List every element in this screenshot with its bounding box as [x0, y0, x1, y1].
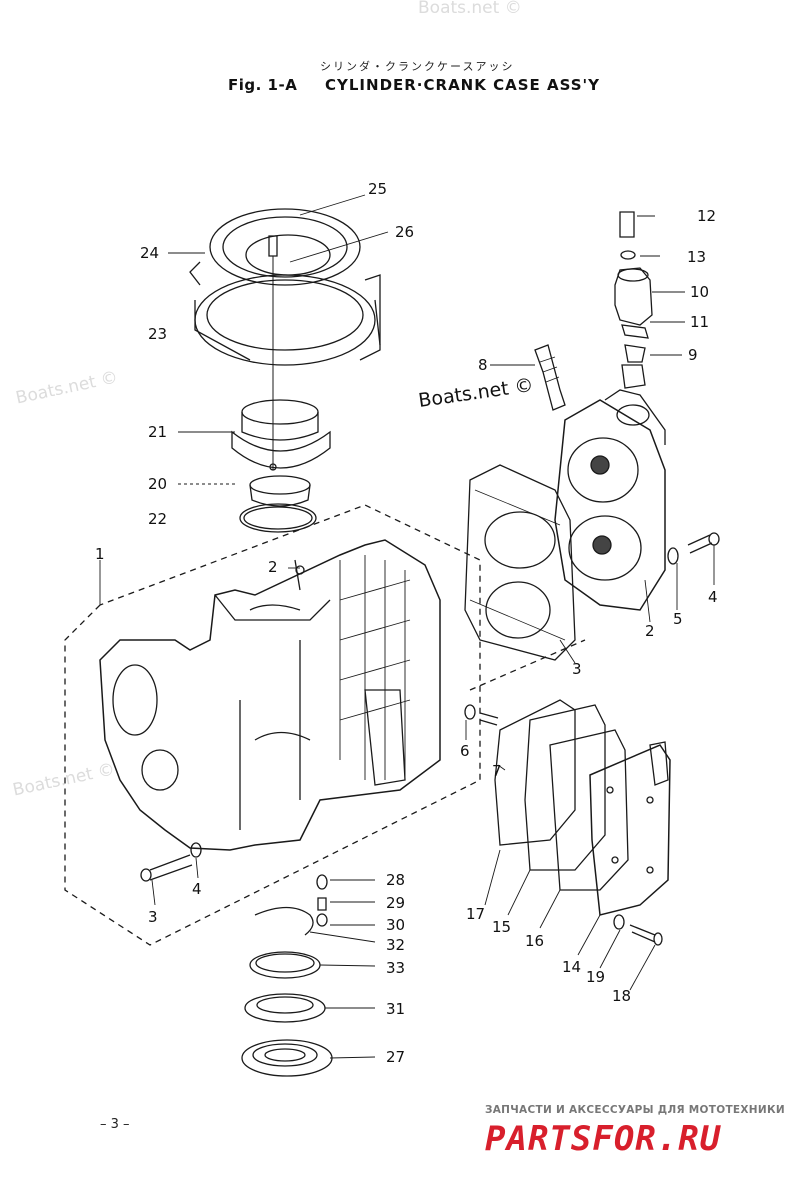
callout-29: 29 [386, 894, 406, 912]
callout-33: 33 [386, 959, 406, 977]
footer-logo[interactable]: PARTSFOR.RU [485, 1119, 722, 1159]
crankcase-body [100, 540, 440, 850]
callout-26: 26 [395, 223, 415, 241]
washer-13 [621, 251, 635, 259]
callout-2-crankcase: 2 [268, 558, 278, 576]
callout-10: 10 [690, 283, 710, 301]
callout-5: 5 [673, 610, 683, 628]
callout-24: 24 [140, 244, 160, 262]
callout-6: 6 [460, 742, 470, 760]
figure-title: CYLINDER·CRANK CASE ASS'Y [325, 76, 600, 94]
thrust-ring-33 [250, 952, 320, 978]
callout-4-left: 4 [192, 880, 202, 898]
crankcase-cover-25 [210, 209, 360, 285]
callout-28: 28 [386, 871, 406, 889]
spark-plug-8 [535, 345, 565, 410]
bearing-housing-23 [195, 275, 375, 365]
callout-27: 27 [386, 1048, 406, 1066]
seal-27 [242, 1040, 332, 1076]
bolt-12 [620, 212, 634, 237]
callout-23: 23 [148, 325, 168, 343]
gasket-11 [622, 325, 648, 338]
bolt-18 [630, 925, 655, 942]
callout-2-head: 2 [645, 622, 655, 640]
japanese-title: シリンダ・クランクケースアッシ [320, 60, 515, 73]
oil-seal-20 [250, 476, 310, 494]
group-bracket [65, 505, 480, 945]
callout-4-right: 4 [708, 588, 718, 606]
exhaust-inner-cover-15 [525, 705, 605, 870]
head-gasket-3 [465, 465, 575, 660]
thermostat-cover-10 [615, 268, 652, 325]
callout-1: 1 [95, 545, 105, 563]
callout-31: 31 [386, 1000, 406, 1018]
figure-number: Fig. 1-A [228, 76, 298, 94]
callout-14: 14 [562, 958, 582, 976]
callout-13: 13 [687, 248, 707, 266]
callout-32: 32 [386, 936, 406, 954]
exhaust-outer-cover-14 [590, 745, 670, 915]
callout-15: 15 [492, 918, 512, 936]
callout-11: 11 [690, 313, 710, 331]
callout-18: 18 [612, 987, 632, 1005]
callout-12: 12 [697, 207, 717, 225]
ball-30 [317, 914, 327, 926]
o-ring-22 [240, 504, 316, 532]
spring-29 [318, 898, 326, 910]
cylinder-head-2 [555, 400, 665, 610]
washer-6 [465, 705, 475, 719]
callout-19: 19 [586, 968, 606, 986]
thermostat-9 [625, 345, 645, 362]
callout-3-bolt: 3 [148, 908, 158, 926]
bolt-3-left [150, 855, 192, 880]
footer-tagline: ЗАПЧАСТИ И АКСЕССУАРЫ ДЛЯ МОТОТЕХНИКИ [485, 1104, 785, 1116]
callout-22: 22 [148, 510, 168, 528]
pin-28 [317, 875, 327, 889]
oil-seal-31 [245, 994, 325, 1022]
callout-25: 25 [368, 180, 388, 198]
washer-19 [614, 915, 624, 929]
circlip-32 [255, 908, 313, 936]
callout-17: 17 [466, 905, 486, 923]
callout-9: 9 [688, 346, 698, 364]
bolt-4-right [688, 535, 712, 553]
callout-8: 8 [478, 356, 488, 374]
callout-3-gasket: 3 [572, 660, 582, 678]
callout-21: 21 [148, 423, 168, 441]
exhaust-gasket-16 [550, 730, 628, 890]
callout-30: 30 [386, 916, 406, 934]
callout-16: 16 [525, 932, 545, 950]
page-number: – 3 – [100, 1117, 130, 1132]
callout-20: 20 [148, 475, 168, 493]
leader-lines [100, 195, 714, 1058]
watermark-top: Boats.net © [418, 0, 522, 18]
callout-7: 7 [492, 762, 502, 780]
seal-housing-21 [242, 400, 318, 424]
exhaust-gasket-17 [495, 700, 575, 845]
